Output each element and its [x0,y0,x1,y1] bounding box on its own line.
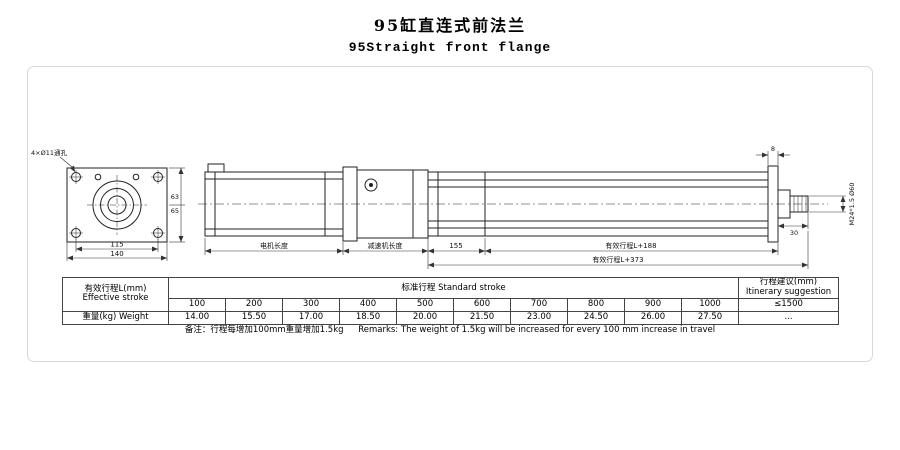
weight-cell: 20.00 [396,310,454,325]
suggestion-header: 行程建议(mm) Itinerary suggestion [738,277,840,299]
table-note: 备注：行程每增加100mm重量增加1.5kg Remarks: The weig… [28,323,872,335]
dim-flange-thickness-label: 8 [771,145,775,153]
stroke-cell: 300 [282,297,340,312]
stroke-values-row: 100 200 300 400 500 600 700 800 900 1000… [63,297,840,312]
dim-stroke-inner-label: 有效行程L+188 [605,241,656,250]
weight-suggestion-cell: ... [738,310,840,325]
weight-cell: 26.00 [624,310,682,325]
table-note-en: Remarks: The weight of 1.5kg will be inc… [358,325,716,335]
dim-stroke-total-label: 有效行程L+373 [592,255,643,264]
stroke-cell: 200 [225,297,283,312]
stroke-cell: 900 [624,297,682,312]
weight-cell: 27.50 [680,310,740,325]
stroke-cell: 1000 [680,297,740,312]
stroke-cell: 800 [567,297,625,312]
flange-dimensions [59,156,185,261]
drawing-board: 4×Ø11通孔 115 140 63 65 [27,66,873,362]
suggestion-header-en: Itinerary suggestion [745,286,832,297]
stroke-cell: 600 [453,297,511,312]
actuator-side-view [198,163,828,243]
stroke-cell: 700 [510,297,568,312]
thread-spec-label: M24*1.5 Ø60 [848,183,856,226]
actuator-dimensions [204,151,846,269]
effective-stroke-header: 有效行程L(mm) Effective stroke [62,277,169,312]
weight-cell: 15.50 [225,310,283,325]
dim-rod-ext-label: 30 [790,229,798,237]
spec-table: 有效行程L(mm) Effective stroke 标准行程 Standard… [62,277,840,325]
page-title-zh: 95缸直连式前法兰 [373,16,527,35]
weight-cell: 24.50 [567,310,625,325]
suggestion-value-cell: ≤1500 [738,297,840,312]
weight-cell: 17.00 [282,310,340,325]
piston-rod [789,195,809,213]
weight-row: 重量(kg) Weight 14.00 15.50 17.00 18.50 20… [62,310,840,325]
weight-cell: 23.00 [510,310,568,325]
stroke-cell: 100 [168,297,226,312]
dim-motor-length-label: 电机长度 [260,241,288,250]
dim-65-label: 65 [171,207,179,215]
page-title-en: 95Straight front flange [348,40,552,55]
stroke-cell: 500 [396,297,454,312]
weight-label-cell: 重量(kg) Weight [62,310,169,325]
dim-115-label: 115 [110,241,123,249]
flange-holes-note: 4×Ø11通孔 [31,148,67,157]
flange-front-view [66,167,168,243]
dim-140-label: 140 [110,250,123,258]
title-block: 95缸直连式前法兰 95Straight front flange [0,12,900,55]
suggestion-header-zh: 行程建议(mm) [759,277,818,287]
motor-connector [207,163,225,173]
standard-stroke-header: 标准行程 Standard stroke [167,277,740,299]
bolt-holes [69,170,165,240]
dim-head-length-label: 155 [449,242,462,250]
effective-stroke-header-en: Effective stroke [82,293,149,304]
dim-63-label: 63 [171,193,179,201]
table-note-zh: 备注：行程每增加100mm重量增加1.5kg [184,325,344,335]
dim-gearbox-length-label: 减速机长度 [368,241,403,250]
effective-stroke-header-zh: 有效行程L(mm) [84,283,147,294]
stroke-cell: 400 [339,297,397,312]
technical-drawing: 4×Ø11通孔 115 140 63 65 [31,145,856,269]
table-header-row: 有效行程L(mm) Effective stroke 标准行程 Standard… [62,277,840,312]
